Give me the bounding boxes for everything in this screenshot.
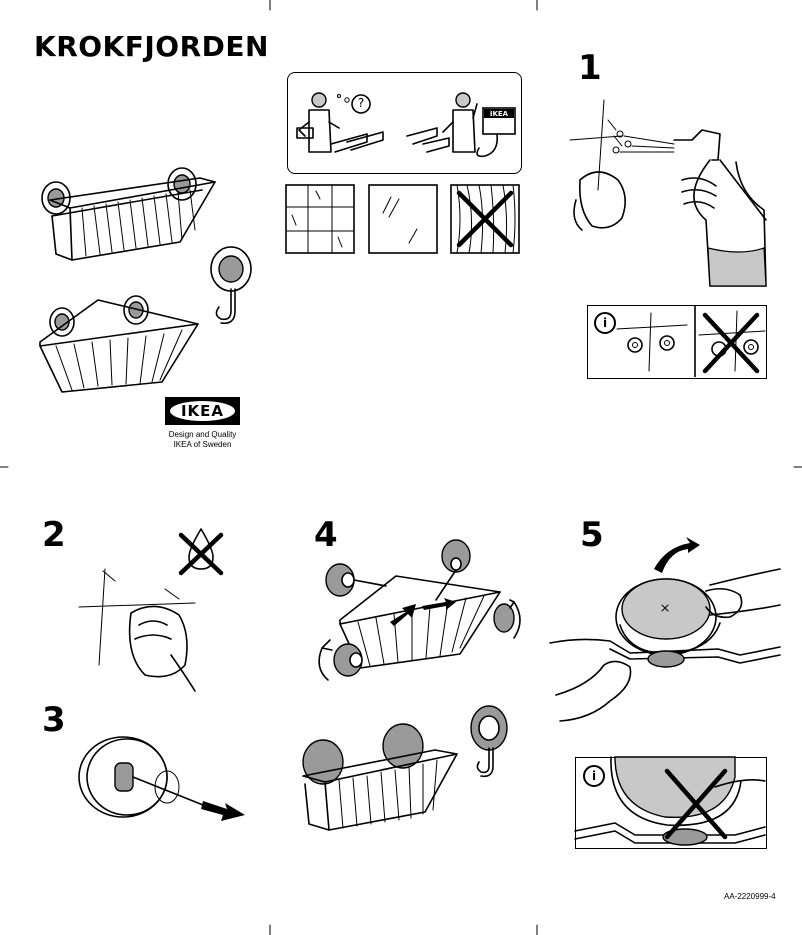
step-3-number: 3	[42, 700, 66, 740]
surface-tile-icon	[285, 184, 355, 254]
step-5-info-icon-letter: i	[591, 769, 597, 783]
ikea-logo: IKEA	[165, 397, 240, 425]
surface-wood-not-allowed-icon	[450, 184, 520, 254]
step-1-info-illustration	[616, 305, 766, 377]
tagline: Design and Quality IKEA of Sweden	[150, 430, 255, 450]
rectangular-basket-illustration	[41, 167, 216, 261]
step-4-number: 4	[314, 515, 338, 555]
step-2-illustration	[78, 528, 224, 692]
step-1-info-box	[587, 305, 767, 379]
surface-glass-icon	[368, 184, 438, 254]
step-1-info-icon: i	[594, 312, 616, 334]
ikea-sign-text: IKEA	[489, 110, 509, 118]
step-1-number: 1	[578, 48, 602, 88]
step-4-top-illustration	[318, 539, 521, 681]
step-5-illustration	[549, 537, 781, 722]
step-1-illustration	[569, 99, 767, 287]
product-title: KROKFJORDEN	[34, 30, 269, 63]
tagline-line-1: Design and Quality	[168, 430, 237, 439]
hook-illustration	[210, 246, 252, 325]
step-5-info-icon: i	[583, 765, 605, 787]
document-id: AA-2220999-4	[724, 892, 776, 901]
step-4-bottom-illustration	[302, 705, 508, 831]
corner-basket-illustration	[39, 295, 199, 393]
step-1-info-icon-letter: i	[602, 316, 608, 330]
step-5-info-illustration	[574, 756, 766, 846]
step-3-illustration	[78, 736, 245, 821]
help-box	[287, 72, 522, 174]
step-5-number: 5	[580, 515, 604, 555]
step-2-number: 2	[42, 515, 66, 555]
question-mark: ?	[357, 96, 365, 110]
ikea-logo-text: IKEA	[180, 402, 225, 420]
tagline-line-2: IKEA of Sweden	[173, 440, 232, 449]
help-box-illustration	[296, 92, 516, 158]
